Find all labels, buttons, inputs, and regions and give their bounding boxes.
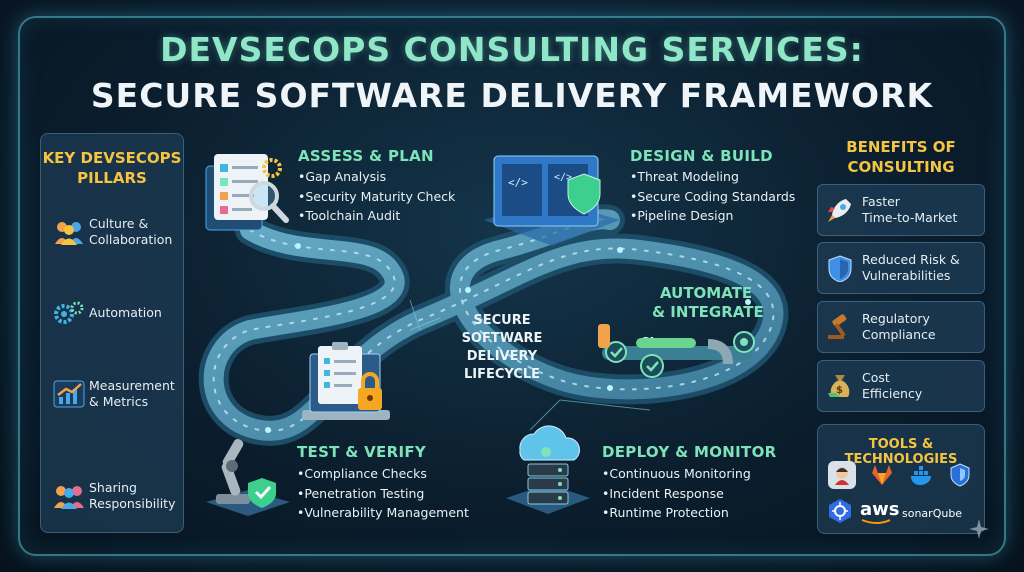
chart-icon — [49, 377, 89, 411]
pillar-label: Measurement& Metrics — [89, 378, 175, 410]
svg-text:</>: </> — [554, 172, 572, 183]
design-bullets: Threat Modeling Secure Coding Standards … — [630, 167, 795, 226]
lifecycle-label-line-2: DELIVERY — [466, 349, 538, 364]
deploy-illustration — [502, 418, 594, 522]
list-item: Incident Response — [602, 484, 751, 504]
shield-tool-icon — [946, 461, 974, 489]
pillar-culture: Culture &Collaboration — [49, 212, 181, 252]
pillars-heading-line-2: PILLARS — [77, 169, 147, 187]
pillar-label-line-2: Responsibility — [89, 496, 176, 511]
pillar-label-line-2: & Metrics — [89, 394, 149, 409]
pillar-label-line-1: Sharing — [89, 480, 137, 495]
list-item: Toolchain Audit — [298, 206, 455, 226]
list-item: Runtime Protection — [602, 503, 751, 523]
pillar-label-line-1: Automation — [89, 305, 162, 320]
tools-panel: TOOLS & TECHNOLOGIES aws sonarQube — [817, 424, 985, 534]
design-title: DESIGN & BUILD — [630, 147, 773, 165]
list-item: Compliance Checks — [297, 464, 469, 484]
aws-logo-text: aws — [860, 499, 900, 520]
gears-icon — [49, 296, 89, 330]
test-title: TEST & VERIFY — [297, 443, 427, 461]
money-bag-icon: $ — [818, 371, 862, 401]
jenkins-icon — [828, 461, 856, 489]
kubernetes-icon — [826, 497, 854, 525]
main-frame — [18, 16, 1006, 556]
benefit-label-line-2: Compliance — [862, 327, 936, 342]
benefit-label-line-1: Reduced Risk & — [862, 252, 960, 267]
benefit-label-line-1: Faster — [862, 194, 900, 209]
pipeline-illustration — [596, 324, 764, 392]
design-illustration: </> </> — [482, 150, 622, 254]
rocket-icon — [818, 196, 862, 224]
list-item: Gap Analysis — [298, 167, 455, 187]
benefits-heading: BENEFITS OF CONSULTING — [820, 137, 982, 177]
aws-logo: aws — [860, 499, 900, 524]
team-icon — [49, 479, 89, 513]
deploy-bullets: Continuous Monitoring Incident Response … — [602, 464, 751, 523]
svg-text:$: $ — [836, 385, 843, 396]
assess-illustration — [200, 146, 292, 242]
test-bullets: Compliance Checks Penetration Testing Vu… — [297, 464, 469, 523]
sparkle-icon — [969, 519, 989, 539]
list-item: Vulnerability Management — [297, 503, 468, 523]
lifecycle-label: SECURE SOFTWARE DELIVERY LIFECYCLE — [432, 312, 572, 384]
pillar-label-line-2: Collaboration — [89, 232, 173, 247]
sonarqube-logo: sonarQube — [902, 507, 962, 520]
automate-title-line-1: AUTOMATE — [660, 284, 753, 302]
benefit-label: Reduced Risk &Vulnerabilities — [862, 252, 960, 284]
pillars-heading-line-1: KEY DEVSECOPS — [42, 149, 182, 167]
lifecycle-label-line-1: SECURE SOFTWARE — [461, 313, 543, 346]
people-icon — [49, 215, 89, 249]
sonarqube-logo-text: sonarQube — [902, 507, 963, 520]
pillar-label: Culture &Collaboration — [89, 216, 172, 248]
lifecycle-label-line-3: LIFECYCLE — [463, 367, 541, 382]
list-item: Threat Modeling — [630, 167, 795, 187]
benefits-heading-line-2: CONSULTING — [847, 158, 955, 176]
pillars-heading: KEY DEVSECOPS PILLARS — [41, 148, 183, 188]
svg-text:</>: </> — [508, 176, 528, 189]
list-item: Secure Coding Standards — [630, 187, 795, 207]
tools-heading: TOOLS & TECHNOLOGIES — [844, 437, 958, 467]
deploy-title: DEPLOY & MONITOR — [602, 443, 777, 461]
list-item: Continuous Monitoring — [602, 464, 750, 484]
pillar-measurement: Measurement& Metrics — [49, 374, 181, 414]
robot-arm-illustration — [202, 432, 294, 522]
benefit-label-line-2: Time-to-Market — [862, 210, 958, 225]
pillar-label-line-1: Measurement — [89, 378, 175, 393]
benefit-label-line-1: Cost — [862, 370, 890, 385]
benefit-label-line-1: Regulatory — [862, 311, 930, 326]
title-line-2: SECURE SOFTWARE DELIVERY FRAMEWORK — [90, 76, 934, 115]
gitlab-icon — [868, 461, 896, 489]
assess-title: ASSESS & PLAN — [298, 147, 434, 165]
pillars-panel: KEY DEVSECOPS PILLARS Culture &Collabora… — [40, 133, 184, 533]
benefit-risk: Reduced Risk &Vulnerabilities — [817, 242, 985, 294]
pillar-label-line-1: Culture & — [89, 216, 149, 231]
automate-title: AUTOMATE & INTEGRATE — [652, 284, 764, 322]
shield-icon — [818, 254, 862, 282]
list-item: Penetration Testing — [297, 484, 469, 504]
benefit-label-line-2: Vulnerabilities — [862, 268, 951, 283]
assess-bullets: Gap Analysis Security Maturity Check Too… — [298, 167, 455, 226]
benefit-label-line-2: Efficiency — [862, 386, 923, 401]
title-line-1: DEVSECOPS CONSULTING SERVICES: — [160, 30, 864, 69]
automate-title-line-2: & INTEGRATE — [652, 303, 764, 321]
pillar-automation: Automation — [49, 293, 181, 333]
benefits-heading-line-1: BENEFITS OF — [846, 138, 956, 156]
list-item: Pipeline Design — [630, 206, 795, 226]
test-illustration — [296, 340, 396, 430]
pillar-label: Automation — [89, 305, 162, 321]
list-item: Security Maturity Check — [298, 187, 455, 207]
gavel-icon — [818, 313, 862, 341]
docker-icon — [908, 461, 936, 489]
